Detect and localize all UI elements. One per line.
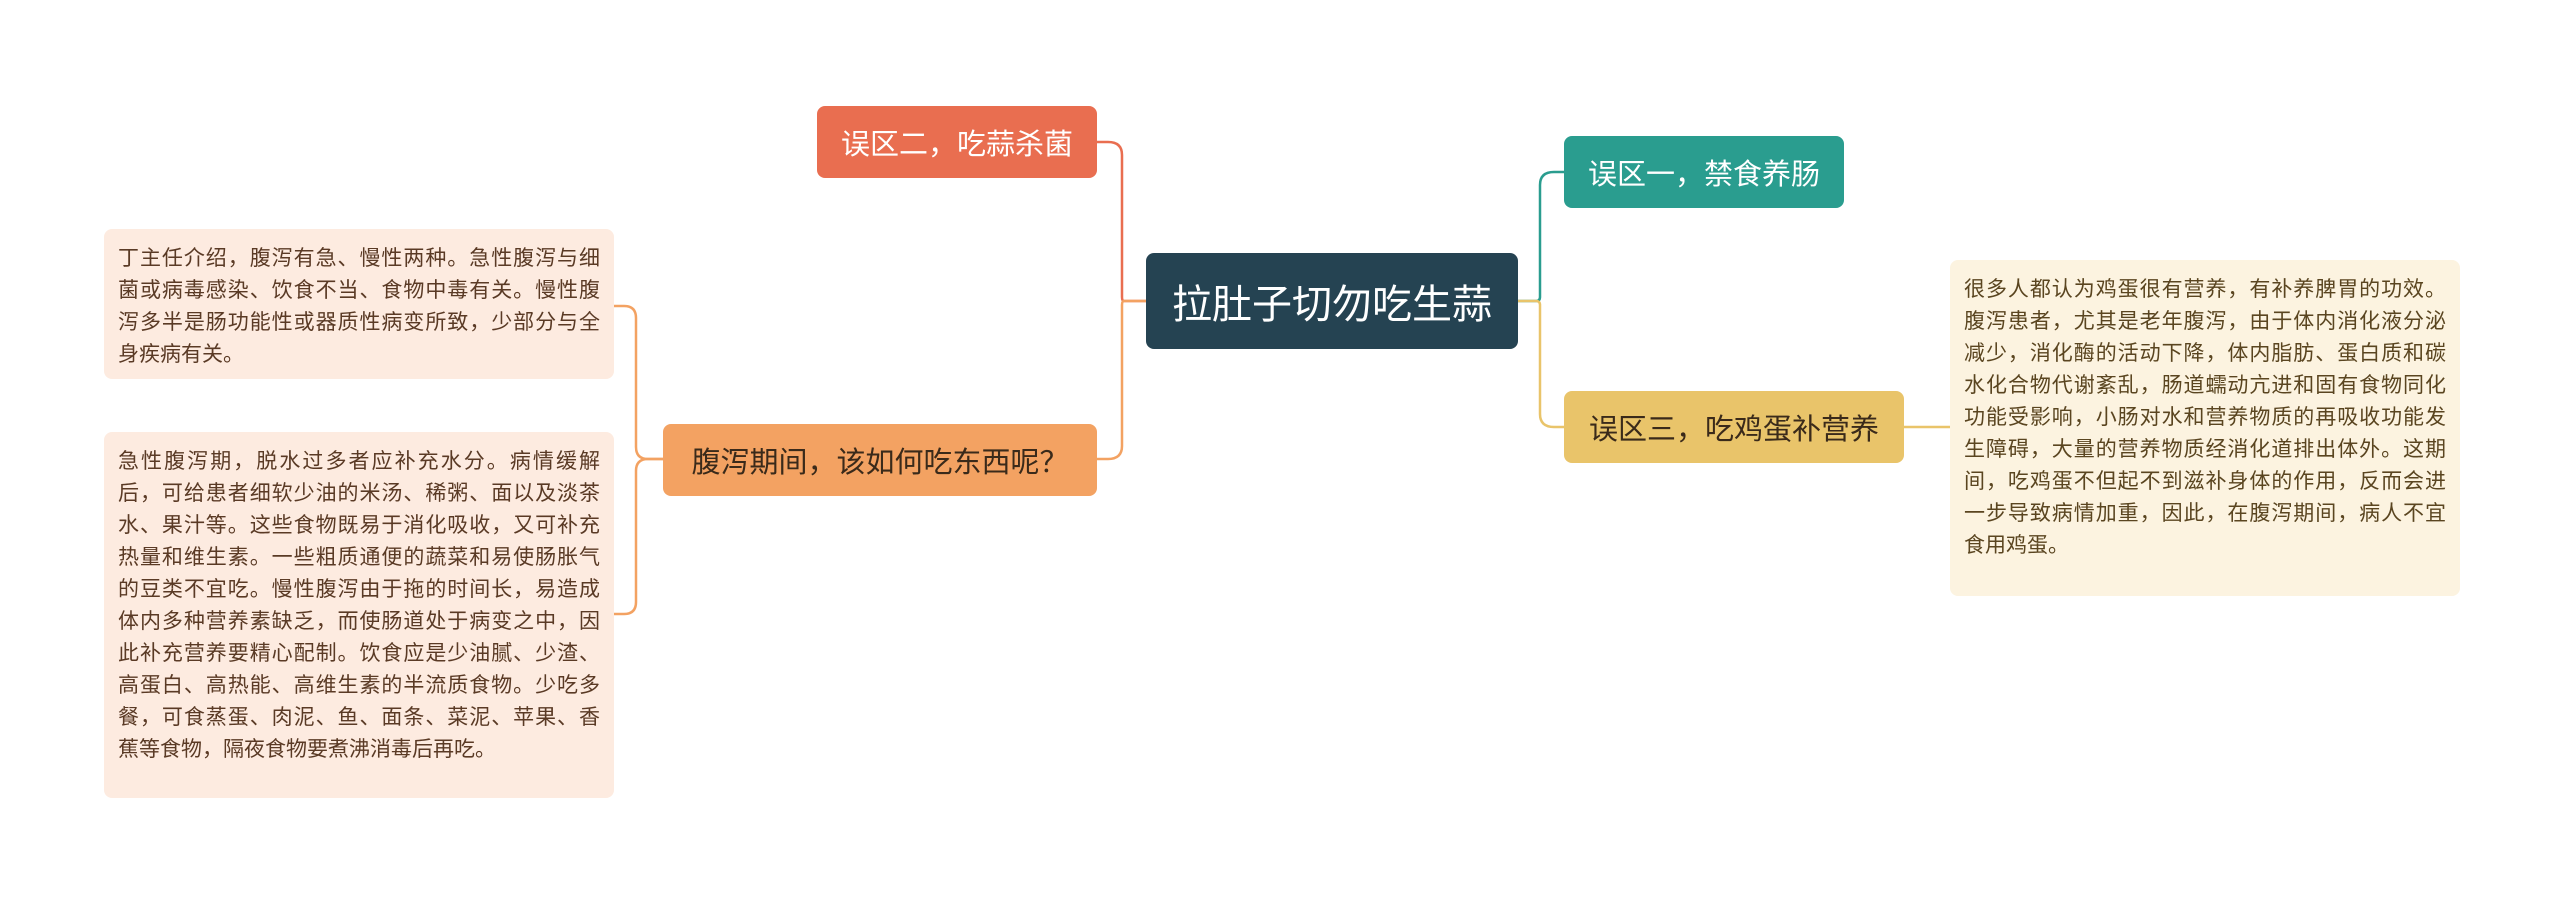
topic-myth-1[interactable]: 误区一，禁食养肠	[1564, 136, 1844, 208]
note-diet-detail-text: 急性腹泻期，脱水过多者应补充水分。病情缓解后，可给患者细软少油的米汤、稀粥、面以…	[118, 449, 600, 761]
link-root-myth1	[1518, 170, 1564, 303]
note-diet-intro[interactable]: 丁主任介绍，腹泻有急、慢性两种。急性腹泻与细菌或病毒感染、饮食不当、食物中毒有关…	[104, 229, 614, 379]
link-root-myth2	[1097, 140, 1146, 303]
topic-diet[interactable]: 腹泻期间，该如何吃东西呢？	[663, 424, 1097, 496]
topic-myth-1-label: 误区一，禁食养肠	[1587, 157, 1820, 191]
root-topic[interactable]: 拉肚子切勿吃生蒜	[1146, 253, 1518, 349]
topic-myth-2-label: 误区二，吃蒜杀菌	[840, 127, 1073, 161]
link-root-myth3	[1518, 299, 1564, 429]
link-diet-intro	[614, 304, 663, 461]
topic-diet-label: 腹泻期间，该如何吃东西呢？	[691, 445, 1069, 479]
link-diet-detail	[614, 457, 663, 616]
note-egg-detail-text: 很多人都认为鸡蛋很有营养，有补养脾胃的功效。腹泻患者，尤其是老年腹泻，由于体内消…	[1964, 277, 2446, 557]
note-egg-detail[interactable]: 很多人都认为鸡蛋很有营养，有补养脾胃的功效。腹泻患者，尤其是老年腹泻，由于体内消…	[1950, 260, 2460, 596]
link-root-diet	[1097, 299, 1146, 461]
root-topic-label: 拉肚子切勿吃生蒜	[1172, 282, 1492, 328]
topic-myth-3[interactable]: 误区三，吃鸡蛋补营养	[1564, 391, 1904, 463]
note-diet-intro-text: 丁主任介绍，腹泻有急、慢性两种。急性腹泻与细菌或病毒感染、饮食不当、食物中毒有关…	[118, 246, 600, 366]
note-diet-detail[interactable]: 急性腹泻期，脱水过多者应补充水分。病情缓解后，可给患者细软少油的米汤、稀粥、面以…	[104, 432, 614, 798]
topic-myth-2[interactable]: 误区二，吃蒜杀菌	[817, 106, 1097, 178]
topic-myth-3-label: 误区三，吃鸡蛋补营养	[1588, 412, 1879, 446]
